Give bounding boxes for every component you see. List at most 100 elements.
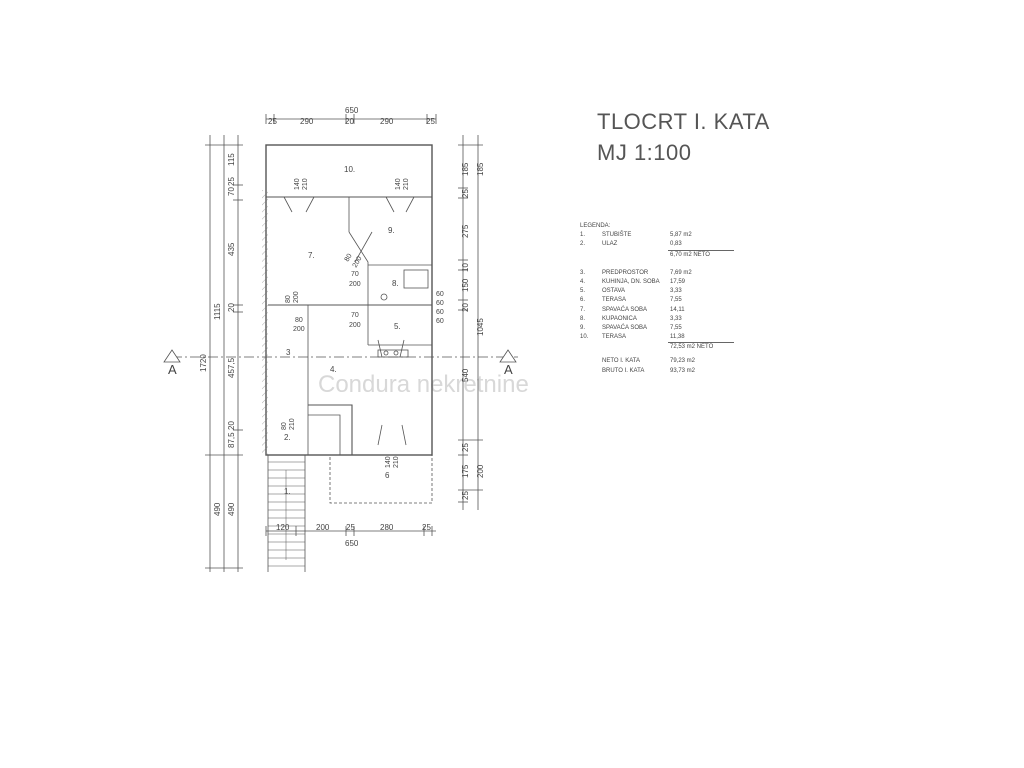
- opening-height: 200: [349, 281, 361, 288]
- dim-left-inner: 435: [227, 242, 236, 256]
- legend-value: 7,55: [670, 324, 682, 331]
- legend-total-value: 79,23 m2: [670, 358, 696, 365]
- dim-right-inner: 150: [461, 278, 470, 292]
- dim-left-inner: 87,5: [227, 432, 236, 448]
- dim-bottom: 25: [422, 523, 431, 532]
- legend-value: 3,33: [670, 315, 682, 322]
- window-mark: 60: [436, 300, 444, 307]
- legend-value: 5,87 m2: [670, 232, 692, 239]
- opening-height: 210: [302, 178, 309, 190]
- opening-width: 80: [285, 295, 292, 303]
- room-number: 3: [286, 348, 291, 357]
- plan-title: TLOCRT I. KATA: [597, 109, 770, 134]
- watermark-text: Condura nekretnine: [318, 371, 529, 398]
- room-number: 2.: [284, 433, 291, 442]
- legend-value: 14,11: [670, 306, 685, 313]
- room-number: 1.: [284, 487, 291, 496]
- opening-height: 200: [352, 255, 364, 269]
- dim-right-inner: 175: [461, 464, 470, 478]
- dim-right-inner: 20: [461, 303, 470, 312]
- dim-right-outer: 200: [476, 464, 485, 478]
- legend-num: 8.: [580, 315, 586, 322]
- dim-left-inner: 20: [227, 421, 236, 430]
- dim-left-inner: 20: [227, 303, 236, 312]
- dim-bottom: 120: [276, 523, 290, 532]
- dim-right-inner: 185: [461, 162, 470, 176]
- opening-height: 200: [349, 322, 361, 329]
- section-arrow-right: [499, 349, 517, 363]
- window-mark: 60: [436, 309, 444, 316]
- legend-num: 7.: [580, 306, 586, 313]
- section-label-left: A: [168, 362, 177, 377]
- legend-name: STUBIŠTE: [602, 232, 632, 239]
- dim-left-inner: 70: [227, 187, 236, 196]
- opening-height: 200: [293, 326, 305, 333]
- section-arrow-left: [163, 349, 181, 363]
- dim-top: 290: [380, 117, 394, 126]
- legend-num: 5.: [580, 288, 586, 295]
- legend-row: 8. KUPAONICA 3,33: [580, 315, 760, 324]
- opening-width: 80: [281, 422, 288, 430]
- opening-width: 140: [294, 178, 301, 190]
- room-number: 9.: [388, 226, 395, 235]
- legend-row: 5. OSTAVA 3,33: [580, 287, 760, 296]
- room-number: 10.: [344, 165, 355, 174]
- opening-width: 80: [344, 253, 354, 263]
- legend-num: 6.: [580, 297, 586, 304]
- dim-left-inner: 457,5: [227, 357, 236, 378]
- dim-top: 290: [300, 117, 314, 126]
- dim-left-mid: 1115: [213, 303, 222, 320]
- legend-num: 3.: [580, 269, 586, 276]
- opening-height: 200: [293, 291, 300, 303]
- dim-right-outer: 1045: [476, 318, 485, 336]
- room-number: 5.: [394, 322, 401, 331]
- legend-total-value: 93,73 m2: [670, 367, 696, 374]
- legend-name: OSTAVA: [602, 288, 626, 295]
- dim-top: 25: [426, 117, 435, 126]
- section-label-right: A: [504, 362, 513, 377]
- legend-name: KUPAONICA: [602, 315, 637, 322]
- room-number: 7.: [308, 251, 315, 260]
- room-number: 8.: [392, 279, 399, 288]
- opening-width: 80: [295, 317, 303, 324]
- dim-top: 25: [268, 117, 277, 126]
- dim-top: 20: [345, 117, 354, 126]
- legend-name: KUHINJA, DN. SOBA: [602, 278, 660, 285]
- legend-num: 4.: [580, 278, 586, 285]
- legend-num: 10.: [580, 334, 589, 341]
- dim-left-mid: 490: [213, 502, 222, 516]
- opening-height: 210: [289, 418, 296, 430]
- dim-bottom-total: 650: [345, 539, 359, 548]
- legend-value: 3,33: [670, 288, 682, 295]
- legend-name: TERASA: [602, 334, 627, 341]
- legend-subtotal: 72,53 m2 NETO: [670, 344, 714, 351]
- dim-left-outer: 1720: [199, 354, 208, 372]
- legend-value: 17,59: [670, 278, 686, 285]
- room-number: 4.: [330, 365, 337, 374]
- dim-right-inner: 540: [461, 368, 470, 382]
- hatched-wall: [262, 190, 268, 455]
- window-mark: 60: [436, 291, 444, 298]
- plan-scale: MJ 1:100: [597, 140, 692, 165]
- legend-subtotal: 6,70 m2 NETO: [670, 251, 710, 258]
- dim-left-inner: 490: [227, 502, 236, 516]
- legend-value: 7,55: [670, 297, 682, 304]
- legend-name: TERASA: [602, 297, 627, 304]
- legend-name: SPAVAĆA SOBA: [602, 324, 648, 331]
- legend-heading: LEGENDA:: [580, 223, 611, 229]
- plan-linework: [163, 114, 518, 572]
- dim-right-inner: 10: [461, 263, 470, 272]
- dim-right-inner: 25: [461, 189, 470, 198]
- legend-value: 11,38: [670, 334, 685, 341]
- dim-left-inner: 115: [227, 153, 236, 166]
- dim-right-inner: 275: [461, 224, 470, 238]
- legend-divider: [668, 249, 734, 251]
- room-number: 6: [385, 471, 390, 480]
- legend-num: 2.: [580, 241, 586, 248]
